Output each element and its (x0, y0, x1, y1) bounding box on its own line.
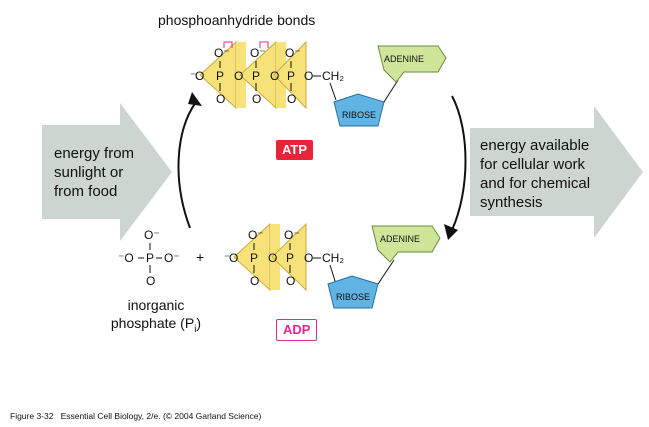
adp-ribose-label: RIBOSE (336, 292, 370, 302)
adp-chain-5: CH₂ (322, 251, 344, 265)
cycle-arrow-right-head (444, 224, 458, 240)
adp-bottom-oxygen-1: O (250, 274, 259, 288)
atp-phosphate-alpha (273, 40, 307, 110)
energy-output-line-3: and for chemical (480, 175, 591, 192)
energy-input-arrow (42, 103, 172, 241)
atp-chain-5: P (287, 69, 295, 83)
bonds-title: phosphoanhydride bonds (158, 12, 316, 28)
pi-label-end: ) (196, 315, 202, 331)
adp-left-charge: ⁻ (224, 251, 230, 265)
atp-ribose-shape (333, 93, 385, 127)
adp-ribose-shape (327, 275, 379, 309)
bond-marker-1 (223, 41, 233, 48)
atp-top-oxygen-1: O⁻ (214, 46, 230, 60)
cycle-arrow-left-head (188, 92, 202, 106)
pi-label-sub: i (194, 323, 197, 335)
pi-left: ⁻O (118, 251, 134, 265)
adp-chain-4: O (304, 251, 313, 265)
bond-marker-2 (259, 41, 269, 48)
atp-top-oxygen-2: O⁻ (250, 46, 266, 60)
energy-output-line-4: synthesis (480, 194, 543, 211)
atp-chain: ⁻ O P O P O P O CH₂ O⁻ O⁻ O⁻ O O O (190, 46, 344, 106)
energy-input-line-1: energy from (54, 145, 135, 162)
cycle-arrow-right (451, 95, 467, 231)
adp-glycosidic-bond (377, 259, 395, 285)
energy-input-text: energy from sunlight or from food (54, 144, 164, 201)
atp-glycosidic-bond (383, 79, 399, 103)
pi-label-text: phosphate (P (110, 315, 195, 331)
atp-bottom-oxygen-2: O (252, 92, 261, 106)
atp-ribose-label: RIBOSE (342, 110, 376, 120)
atp-chain-0: O (195, 69, 204, 83)
atp-chain-4: O (270, 69, 279, 83)
atp-bottom-oxygen-1: O (216, 92, 225, 106)
adp-chain-1: P (250, 251, 258, 265)
adp-phosphate-group (233, 222, 307, 292)
energy-input-line-2: sunlight or (54, 164, 124, 181)
atp-left-charge: ⁻ (190, 69, 196, 83)
adp-chain-3: P (286, 251, 294, 265)
atp-bonds (219, 61, 337, 101)
atp-bottom-oxygen-3: O (287, 92, 296, 106)
atp-top-oxygen-3: O⁻ (285, 46, 301, 60)
caption-copyright: (© 2004 Garland Science) (162, 411, 262, 421)
atp-chain-3: P (252, 69, 260, 83)
adp-bonds (253, 243, 337, 285)
plus-sign: + (196, 249, 204, 265)
adp-label: ADP (276, 319, 318, 341)
adp-adenine-shape (371, 225, 441, 263)
adp-top-oxygen-1: O⁻ (248, 228, 264, 242)
energy-output-line-1: energy available (480, 137, 590, 154)
adp-phosphate-alpha (271, 222, 307, 292)
atp-adenine-shape (377, 45, 447, 83)
atp-adenine-label: ADENINE (384, 54, 424, 64)
adp-adenine-label: ADENINE (380, 234, 420, 244)
atp-label: ATP (276, 140, 314, 160)
pi-right: O⁻ (164, 251, 180, 265)
adp-chain-2: O (268, 251, 277, 265)
energy-input-line-3: from food (54, 183, 118, 200)
inorganic-phosphate-label: inorganic phosphate (Pi) (92, 296, 220, 339)
adp-top-oxygen-2: O⁻ (284, 228, 300, 242)
caption-figure: Figure 3-32 (10, 411, 54, 421)
bond-markers (223, 41, 269, 48)
inorganic-phosphate: ⁻O P O⁻ O⁻ O + (118, 228, 204, 288)
adp-chain-0: O (229, 251, 238, 265)
pi-top: O⁻ (144, 228, 160, 242)
caption-book: Essential Cell Biology, 2/e. (60, 411, 161, 421)
energy-output-line-2: for cellular work (480, 156, 586, 173)
pi-bottom: O (146, 274, 155, 288)
adp-chain: ⁻ O P O P O CH₂ O⁻ O⁻ O O (224, 228, 344, 288)
pi-bonds (138, 243, 162, 273)
adp-bottom-oxygen-2: O (286, 274, 295, 288)
atp-chain-6: O (304, 69, 313, 83)
cycle-arrow-left (177, 101, 197, 229)
energy-output-text: energy available for cellular work and f… (480, 136, 630, 212)
figure-caption: Figure 3-32 Essential Cell Biology, 2/e.… (10, 411, 261, 421)
energy-output-arrow (470, 106, 643, 238)
atp-chain-7: CH₂ (322, 69, 344, 83)
pi-label-line-1: inorganic (127, 297, 185, 313)
atp-phosphate-group (199, 40, 307, 110)
pi-center: P (146, 251, 154, 265)
atp-chain-2: O (234, 69, 243, 83)
atp-chain-1: P (216, 69, 224, 83)
pi-label-line-2: phosphate (Pi) (92, 314, 220, 339)
